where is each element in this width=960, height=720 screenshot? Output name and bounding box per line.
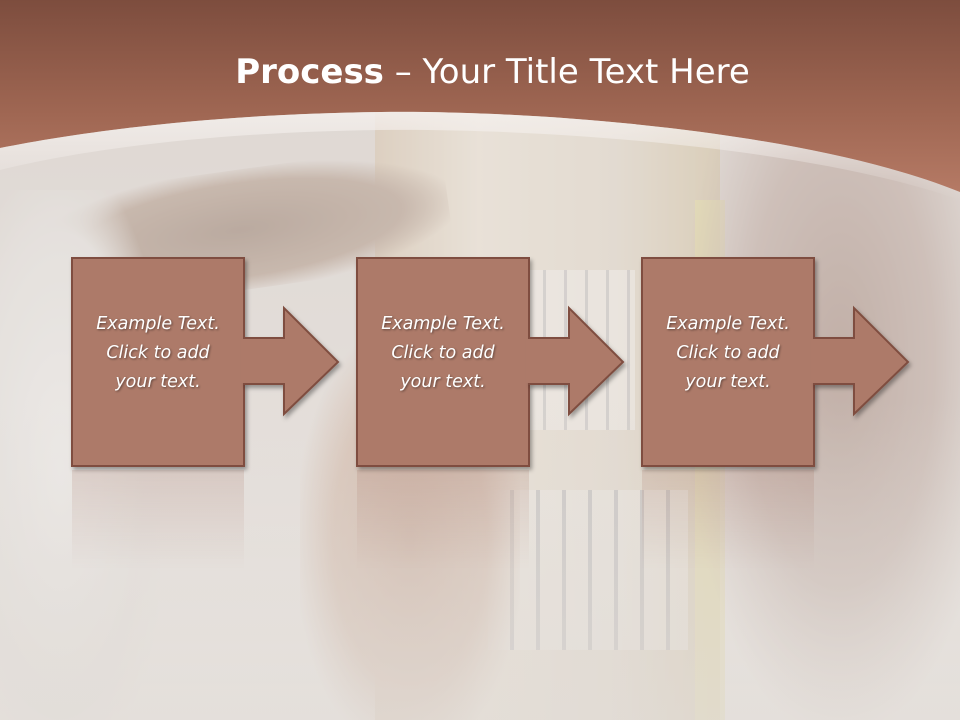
step-text[interactable]: Example Text. Click to add your text. [74,310,242,397]
step-reflection-3 [642,470,960,590]
step-line-2: Click to add [391,343,495,363]
header-shape [0,0,960,200]
process-step-1[interactable]: Example Text. Click to add your text. [71,257,424,467]
step-reflection-2 [357,470,709,590]
slide-title[interactable]: Process – Your Title Text Here [0,52,960,92]
step-shape [641,257,910,467]
process-step-2[interactable]: Example Text. Click to add your text. [356,257,709,467]
step-text[interactable]: Example Text. Click to add your text. [359,310,527,397]
title-rest: – Your Title Text Here [383,52,750,92]
header-band [0,0,960,200]
step-line-3: your text. [400,372,486,392]
step-line-2: Click to add [676,343,780,363]
reflection-box [357,470,529,570]
step-line-2: Click to add [106,343,210,363]
step-text[interactable]: Example Text. Click to add your text. [644,310,812,397]
step-shape [71,257,340,467]
step-reflection-1 [72,470,424,590]
step-shape [356,257,625,467]
step-line-1: Example Text. [666,314,790,334]
reflection-box [72,470,244,570]
reflection-box [642,470,814,570]
step-line-3: your text. [685,372,771,392]
step-line-3: your text. [115,372,201,392]
title-bold: Process [235,52,384,92]
step-line-1: Example Text. [96,314,220,334]
step-line-1: Example Text. [381,314,505,334]
process-step-3[interactable]: Example Text. Click to add your text. [641,257,960,467]
